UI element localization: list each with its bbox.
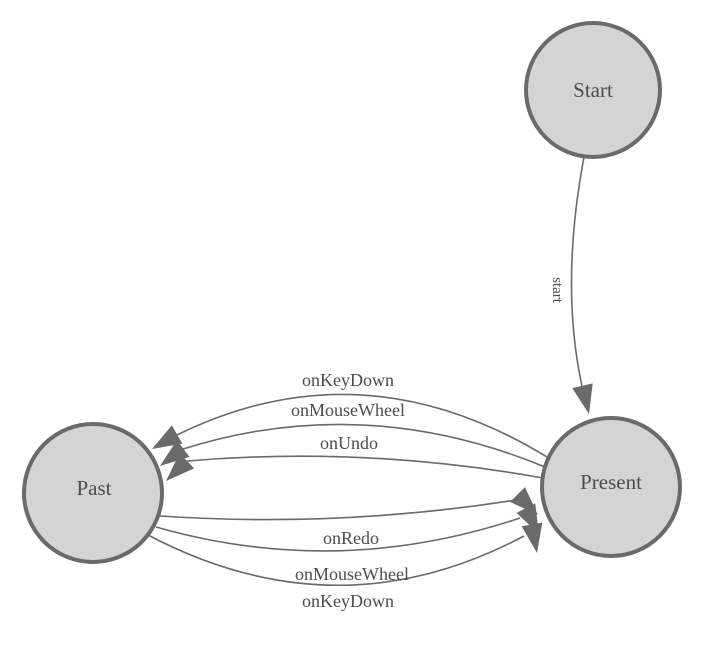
- edge-present-to-past-onmousewheel-arrowhead-icon: [160, 440, 190, 466]
- edge-label-onmousewheel-bottom: onMouseWheel: [295, 564, 409, 584]
- node-start-circle[interactable]: [524, 21, 662, 159]
- edge-present-to-past-onmousewheel: [182, 423, 546, 468]
- node-present-label: Present: [580, 470, 642, 494]
- edge-label-onredo: onRedo: [323, 528, 379, 548]
- edge-label-onkeydown-bottom: onKeyDown: [302, 591, 394, 611]
- edge-past-to-present-onkeydown-arrowhead-icon: [521, 522, 543, 553]
- edge-past-to-present-onredo: [159, 499, 517, 521]
- edge-present-to-past-onkeydown: [176, 393, 548, 458]
- edge-label-onmousewheel-top: onMouseWheel: [291, 400, 405, 420]
- edge-labels-layer: start onKeyDown onMouseWheel onUndo onRe…: [291, 277, 565, 611]
- edge-present-to-past-onundo-arrowhead-icon: [166, 453, 195, 481]
- edge-label-onkeydown-top: onKeyDown: [302, 370, 394, 390]
- edge-present-to-past-onundo: [186, 455, 544, 479]
- edge-past-to-present-onmousewheel: [155, 517, 521, 552]
- node-past-circle[interactable]: [22, 422, 164, 564]
- node-start-label: Start: [573, 78, 613, 102]
- node-present[interactable]: Present: [540, 416, 682, 558]
- node-past[interactable]: Past: [22, 422, 164, 564]
- edge-label-start: start: [549, 277, 565, 304]
- edge-present-to-past-onkeydown-arrowhead-icon: [152, 425, 183, 449]
- edges-layer: [147, 156, 593, 586]
- node-present-circle[interactable]: [540, 416, 682, 558]
- edge-start-to-present-arrowhead-icon: [572, 383, 593, 414]
- node-start[interactable]: Start: [524, 21, 662, 159]
- edge-label-onundo: onUndo: [320, 433, 378, 453]
- edge-start-to-present: [570, 156, 585, 387]
- edge-past-to-present-onkeydown: [147, 534, 525, 586]
- node-past-label: Past: [76, 476, 111, 500]
